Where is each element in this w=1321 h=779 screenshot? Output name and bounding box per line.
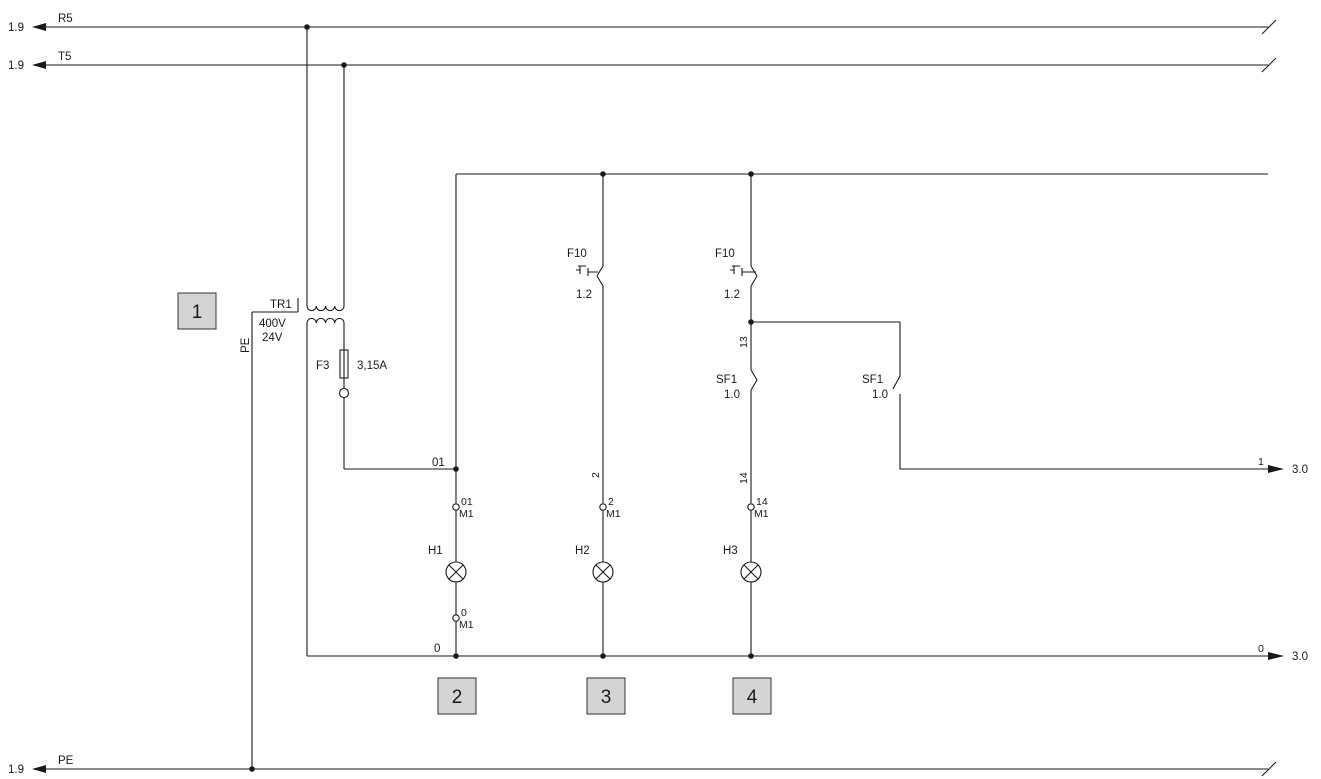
callout-box-2: 2 — [437, 677, 477, 715]
rail-t5-label: T5 — [58, 51, 71, 63]
terminal-0-strip: M1 — [459, 619, 474, 631]
contact-f10-tag: F10 — [567, 248, 587, 260]
branch-h3: F10 1.2 13 SF1 1.0 14 14 M1 H3 — [715, 174, 769, 656]
thermal-relay-icon — [730, 265, 756, 276]
wire-01-label: 01 — [432, 457, 445, 469]
fuse-f3: F3 3,15A — [316, 349, 456, 470]
callout-2-number: 2 — [452, 687, 463, 708]
terminal-14-number: 14 — [756, 496, 768, 508]
wire-14-label: 14 — [738, 472, 750, 484]
arrow-icon — [1268, 465, 1284, 473]
tr1-tag: TR1 — [270, 299, 292, 311]
terminal-icon — [338, 387, 350, 399]
transformer-tr1: TR1 400V 24V PE — [240, 24, 347, 772]
arrow-icon — [32, 23, 46, 31]
branch-sf1-output: SF1 1.0 1 3.0 — [751, 321, 1308, 476]
contact-f10-b-ref: 1.2 — [724, 289, 740, 301]
callout-1-number: 1 — [192, 302, 203, 323]
terminal-14-strip: M1 — [754, 508, 769, 520]
contact-sf1-ref: 1.0 — [724, 389, 740, 401]
lamp-h3-tag: H3 — [723, 545, 738, 557]
lamp-h1-tag: H1 — [428, 545, 443, 557]
output-1-ref: 3.0 — [1292, 464, 1308, 476]
callout-box-4: 4 — [732, 677, 772, 715]
pe-label: PE — [240, 337, 252, 353]
thermal-relay-icon — [576, 265, 598, 276]
callout-3-number: 3 — [601, 687, 612, 708]
secondary-winding — [306, 317, 345, 324]
callout-4-number: 4 — [747, 687, 758, 708]
junction-dot — [249, 766, 255, 772]
terminal-2-number: 2 — [608, 496, 614, 508]
rail-pe: 1.9 PE — [8, 755, 1277, 777]
contact-sf1-tag: SF1 — [716, 374, 737, 386]
wire-0-label: 0 — [434, 643, 440, 655]
tr1-primary-voltage: 400V — [259, 318, 286, 330]
rail-r5-label: R5 — [58, 13, 73, 25]
contact-sf1-b-tag: SF1 — [862, 374, 883, 386]
output-0-ref: 3.0 — [1292, 651, 1308, 663]
rail-r5: 1.9 R5 — [8, 13, 1277, 35]
tr1-secondary-voltage: 24V — [262, 332, 283, 344]
arrow-icon — [32, 765, 46, 773]
wire-0-output-label: 0 — [1258, 643, 1264, 655]
junction-dot — [453, 466, 459, 472]
terminal-0-number: 0 — [461, 607, 467, 619]
wire-2-label: 2 — [590, 472, 602, 478]
branch-h1: 01 01 M1 H1 0 M1 — [428, 174, 474, 656]
arrow-icon — [1268, 652, 1284, 660]
rail-t5: 1.9 T5 — [8, 51, 1277, 73]
lamp-h2-tag: H2 — [575, 545, 590, 557]
wire-13-label: 13 — [738, 336, 750, 348]
contact-sf1-b-ref: 1.0 — [872, 389, 888, 401]
junction-dot — [748, 653, 754, 659]
terminal-01-strip: M1 — [459, 508, 474, 520]
terminal-2-strip: M1 — [606, 508, 621, 520]
callout-box-3: 3 — [586, 677, 626, 715]
contact-f10-b-tag: F10 — [715, 248, 735, 260]
rail-pe-label: PE — [58, 755, 74, 767]
rail-pe-ref: 1.9 — [8, 764, 24, 776]
fuse-rating: 3,15A — [357, 360, 387, 372]
fuse-tag: F3 — [316, 360, 329, 372]
primary-winding — [306, 305, 345, 312]
rail-t5-ref: 1.9 — [8, 60, 24, 72]
contact-f10-ref: 1.2 — [576, 289, 592, 301]
callout-box-1: 1 — [177, 292, 217, 330]
arrow-icon — [32, 61, 46, 69]
junction-dot — [453, 653, 459, 659]
junction-dot — [600, 653, 606, 659]
rail-r5-ref: 1.9 — [8, 22, 24, 34]
rail-0: 0 0 3.0 — [307, 643, 1308, 663]
branch-h2: F10 1.2 2 2 M1 H2 — [567, 174, 621, 656]
terminal-01-number: 01 — [461, 496, 473, 508]
wire-1-output-label: 1 — [1258, 456, 1264, 468]
